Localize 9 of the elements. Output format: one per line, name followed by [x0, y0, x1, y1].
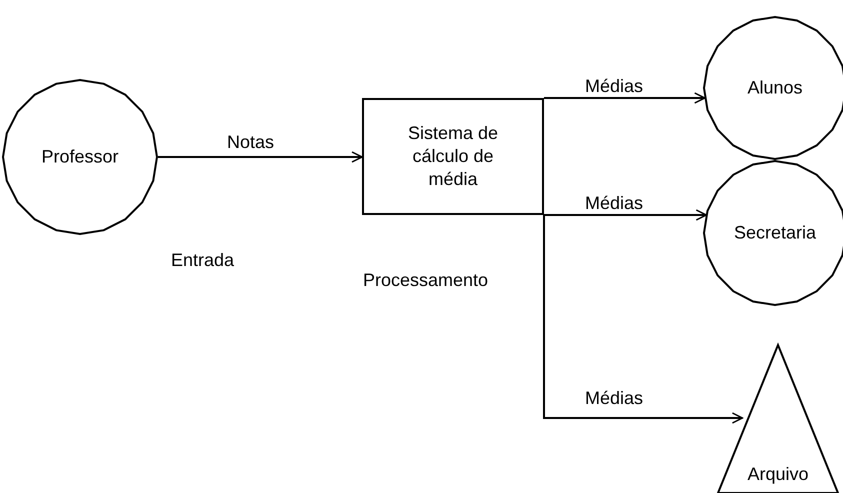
arrow	[158, 151, 363, 163]
node-label: Alunos	[747, 77, 803, 98]
node-label: Secretaria	[734, 222, 816, 242]
arrow	[544, 92, 706, 104]
node-label: Sistema de cálculo de média	[408, 122, 498, 190]
node-label: Arquivo	[747, 464, 809, 484]
arrow	[544, 209, 707, 221]
arrow	[543, 215, 744, 424]
node-label: Professor	[41, 146, 119, 166]
